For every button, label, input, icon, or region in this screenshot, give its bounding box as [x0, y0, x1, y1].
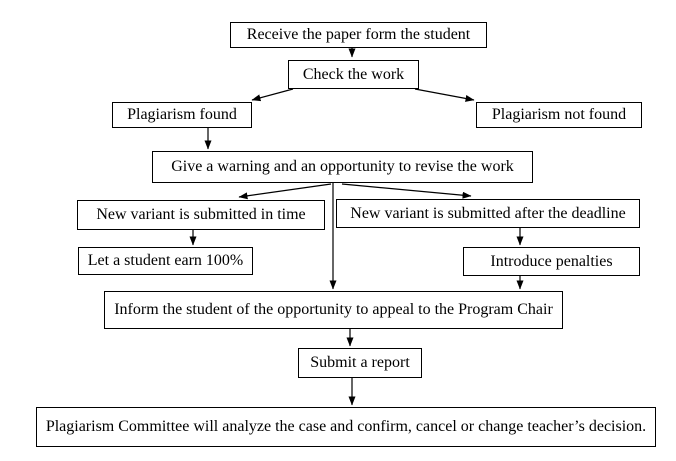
edge-warning-to-after-deadline: [341, 183, 472, 199]
node-inform-appeal-program-chair: Inform the student of the opportunity to…: [104, 291, 563, 329]
node-receive-paper: Receive the paper form the student: [230, 22, 487, 48]
node-plagiarism-committee: Plagiarism Committee will analyze the ca…: [36, 407, 656, 447]
node-let-student-earn-100: Let a student earn 100%: [78, 247, 253, 275]
node-check-work: Check the work: [288, 60, 419, 89]
node-introduce-penalties: Introduce penalties: [463, 247, 640, 276]
node-plagiarism-not-found: Plagiarism not found: [476, 102, 642, 128]
node-submit-report: Submit a report: [298, 348, 422, 378]
node-plagiarism-found: Plagiarism found: [112, 102, 252, 128]
node-new-variant-after-deadline: New variant is submitted after the deadl…: [336, 199, 640, 228]
edge-check-to-not-found: [414, 88, 475, 102]
edge-check-to-found: [251, 88, 294, 102]
node-give-warning: Give a warning and an opportunity to rev…: [152, 151, 533, 183]
node-new-variant-in-time: New variant is submitted in time: [77, 200, 325, 230]
edge-warning-to-in-time: [238, 183, 332, 200]
